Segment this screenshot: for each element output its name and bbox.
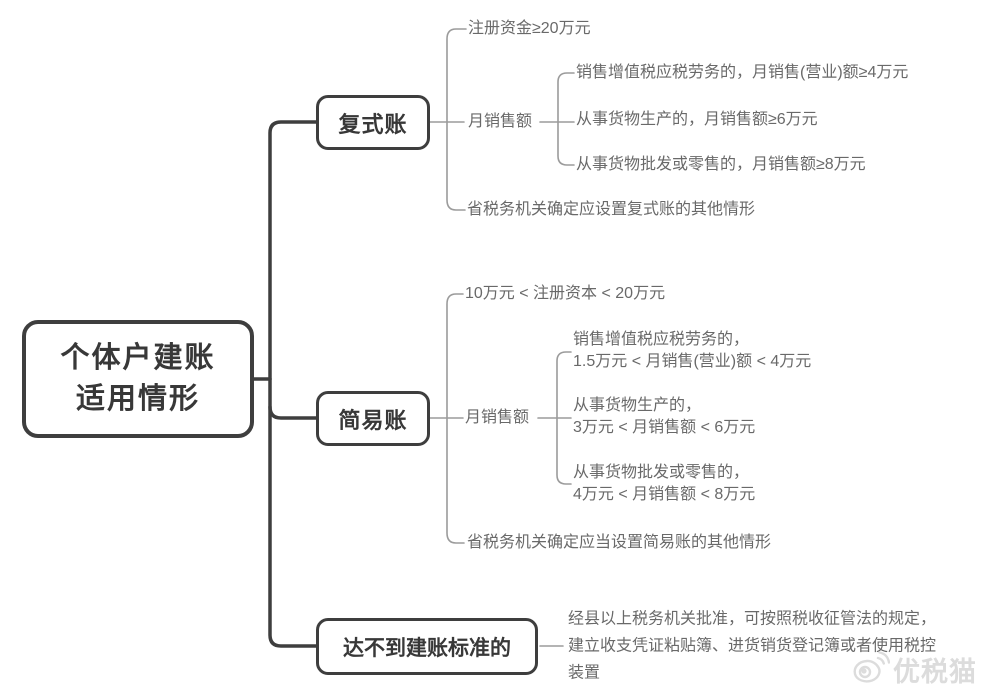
trunk-main xyxy=(268,120,318,648)
root-node: 个体户建账 适用情形 xyxy=(22,320,254,438)
jianyi-sales-rule-wholesale-retail: 从事货物批发或零售的， 4万元 < 月销售额 < 8万元 xyxy=(573,464,756,503)
jianyi-sales-rule-services: 销售增值税应税劳务的， 1.5万元 < 月销售(营业)额 < 4万元 xyxy=(573,331,812,370)
below-standard-child-rule: 经县以上税务机关批准，可按照税收征管法的规定， 建立收支凭证粘贴簿、进货销货登记… xyxy=(568,610,937,682)
branch-node-jianyi-account: 简易账 xyxy=(316,391,430,446)
branch-node-below-standard: 达不到建账标准的 xyxy=(316,618,538,675)
branch-node-fushi-account: 复式账 xyxy=(316,95,430,150)
fushi-children-bracket xyxy=(446,28,467,211)
fushi-sales-rule-production: 从事货物生产的，月销售额≥6万元 xyxy=(576,111,818,128)
weibo-logo-icon xyxy=(853,651,890,683)
jianyi-child-other-cases: 省税务机关确定应当设置简易账的其他情形 xyxy=(467,534,772,551)
fushi-subchildren-bracket xyxy=(557,72,575,166)
jianyi-sales-rule-production: 从事货物生产的， 3万元 < 月销售额 < 6万元 xyxy=(573,397,756,436)
trunk-jianyi-stub xyxy=(268,405,318,420)
fushi-sales-rule-services: 销售增值税应税劳务的，月销售(营业)额≥4万元 xyxy=(576,64,909,81)
fushi-sales-rule-wholesale-retail: 从事货物批发或零售的，月销售额≥8万元 xyxy=(576,156,866,173)
jianyi-child-registered-capital: 10万元 < 注册资本 < 20万元 xyxy=(465,285,666,302)
jianyi-subchildren-bracket xyxy=(556,351,572,485)
fushi-child-other-cases: 省税务机关确定应设置复式账的其他情形 xyxy=(467,201,756,218)
jianyi-child-monthly-sales: 月销售额 xyxy=(465,409,530,426)
watermark-text: 优税猫 xyxy=(893,656,977,687)
jianyi-children-bracket xyxy=(446,293,465,544)
watermark: 优税猫 xyxy=(848,648,977,690)
fushi-child-registered-capital: 注册资金≥20万元 xyxy=(468,20,591,37)
fushi-child-monthly-sales: 月销售额 xyxy=(468,113,533,130)
